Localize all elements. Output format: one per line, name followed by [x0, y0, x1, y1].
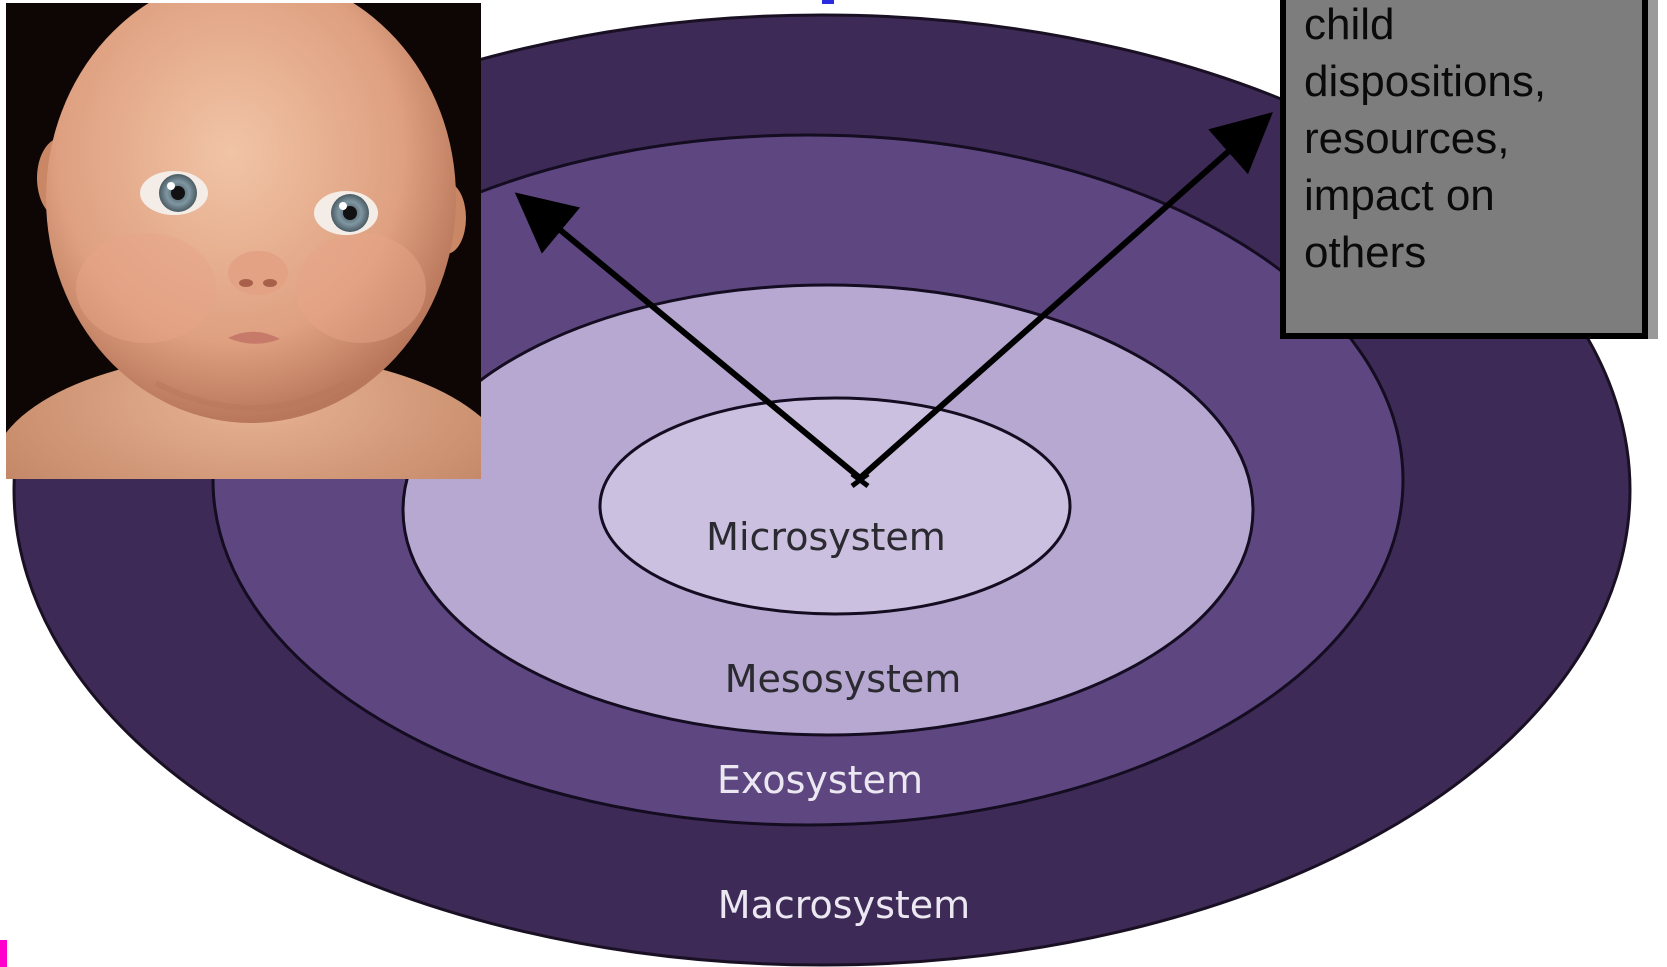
info-box-text: child dispositions, resources, impact on… [1304, 0, 1644, 281]
slide-edge-marker [0, 940, 7, 967]
exosystem-label: Exosystem [717, 758, 923, 802]
baby-photo [6, 3, 481, 479]
title-fragment [822, 0, 834, 4]
microsystem-ring [600, 398, 1070, 614]
info-box: child dispositions, resources, impact on… [1280, 0, 1648, 339]
mesosystem-label: Mesosystem [725, 657, 962, 701]
microsystem-label: Microsystem [706, 515, 946, 559]
macrosystem-label: Macrosystem [718, 883, 970, 927]
